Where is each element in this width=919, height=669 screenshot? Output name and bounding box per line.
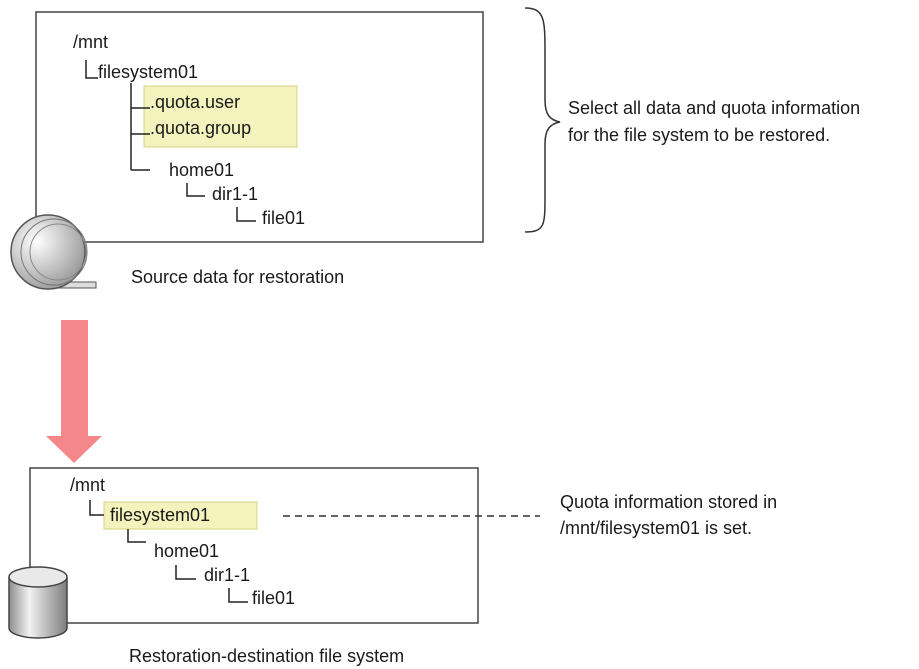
source-connector-file	[236, 207, 256, 222]
dest-tree-root: /mnt	[70, 475, 105, 495]
source-tree-quota-group: .quota.group	[150, 118, 251, 138]
source-connector-branch	[130, 83, 150, 171]
destination-box	[29, 467, 479, 624]
select-note-line1: Select all data and quota information	[568, 98, 860, 118]
source-tree-root: /mnt	[73, 32, 108, 52]
restore-arrow	[46, 320, 102, 463]
disk-cylinder-icon	[8, 566, 68, 639]
source-tree-dir: dir1-1	[212, 184, 258, 204]
dest-connector-dir	[175, 565, 196, 580]
dest-tree-dir: dir1-1	[204, 565, 250, 585]
source-tree-file: file01	[262, 208, 305, 228]
dest-connector-file	[228, 588, 248, 603]
source-tree-filesystem: filesystem01	[98, 62, 198, 82]
dest-tree-home: home01	[154, 541, 219, 561]
destination-caption: Restoration-destination file system	[129, 646, 404, 666]
source-tree-home: home01	[169, 160, 234, 180]
dest-tree-filesystem: filesystem01	[110, 505, 210, 525]
source-tree-quota-user: .quota.user	[150, 92, 240, 112]
selection-brace	[524, 7, 561, 233]
source-connector-filesystem	[85, 60, 98, 79]
source-caption: Source data for restoration	[131, 267, 344, 287]
quota-files-highlight	[143, 85, 298, 148]
quota-note-line2: /mnt/filesystem01 is set.	[560, 518, 752, 538]
source-connector-dir	[186, 183, 205, 197]
tape-icon	[10, 214, 97, 290]
select-note-line2: for the file system to be restored.	[568, 125, 830, 145]
dest-tree-file: file01	[252, 588, 295, 608]
quota-note-line1: Quota information stored in	[560, 492, 777, 512]
dest-connector-filesystem	[89, 500, 104, 516]
dest-connector-home	[127, 529, 146, 543]
